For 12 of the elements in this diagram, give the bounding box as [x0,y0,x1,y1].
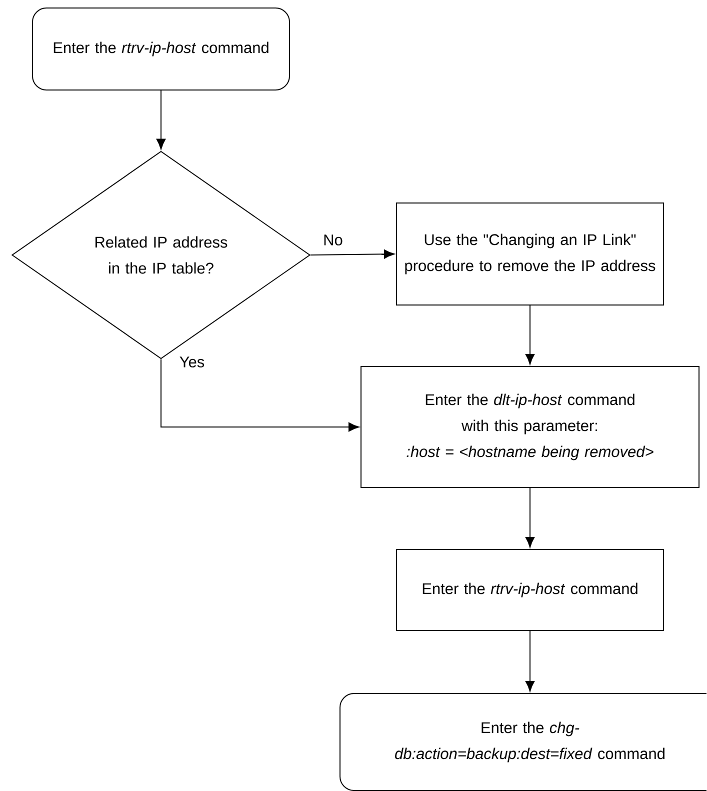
process-box: Enter the rtrv-ip-host command [396,549,664,631]
edge-label: No [322,234,344,246]
arrow [156,90,166,150]
arrow [310,250,395,259]
process-box: Enter the dlt-ip-host command with this parameter: :host = <hostname being removed> [360,366,700,488]
arrow [525,305,535,365]
arrow [160,358,360,432]
arrow [525,488,535,548]
terminal-box: Enter the rtrv-ip-host command [32,8,290,90]
terminal-box: Enter the chg-db:action=backup:dest=fixed command [340,693,706,791]
arrow [525,630,535,692]
process-box: Use the "Changing an IP Link" procedure to remove the IP address [396,202,664,306]
